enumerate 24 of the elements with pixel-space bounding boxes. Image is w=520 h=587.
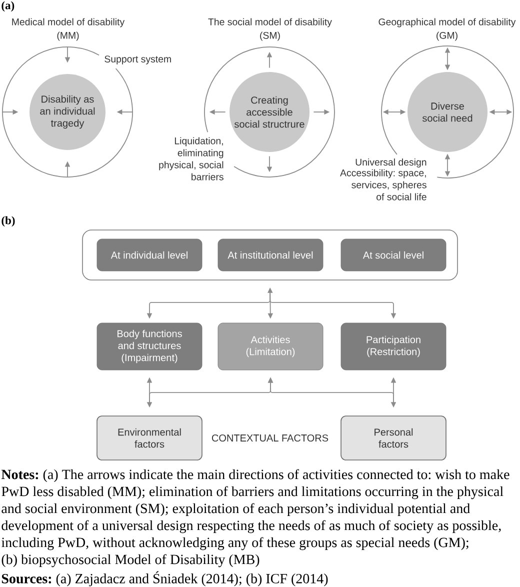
notes-text: Notes: (a) The arrows indicate the main directions of activities connected to: wish to make PwD less disabled (MM); elimination of barriers and limitations occurring in the physical and social environment (SM); exploitation of each person’s individual potential and development of a universal design respecting the needs of as much of society as possible, including PwD, without acknowledging any of these groups as special needs (GM); <box>1 469 510 550</box>
ring-label: Support system <box>104 56 171 64</box>
inner-disk: Diverse social need <box>408 72 488 152</box>
notes-text: (b) biopsychosocial Model of Disability (MB) <box>2 554 260 568</box>
level-box: At social level <box>340 238 446 272</box>
inner-disk: Creating accessible social structrure <box>230 72 310 152</box>
sources-text: Sources: (a) Zajadacz and Śniadek (2014); (b) ICF (2014) <box>2 571 328 586</box>
level-box: At individual level <box>96 238 202 272</box>
component-box: Body functions and structures (Impairment) <box>96 322 202 370</box>
panel-label: (a) <box>2 1 14 12</box>
ring-label: Liquidation, eliminating physical, social barriers <box>159 137 224 180</box>
panel-label: (b) <box>2 216 15 227</box>
inner-disk: Disability as an individual tragedy <box>30 74 106 150</box>
model-heading: Geographical model of disability (GM) <box>378 18 516 41</box>
factor-box: Environmental factors <box>96 416 202 460</box>
factor-box: Personal factors <box>340 416 446 460</box>
model-heading: Medical model of disability (MM) <box>12 18 125 41</box>
ring-label: Universal design <box>356 158 426 168</box>
component-box: Activities (Limitation) <box>218 322 324 370</box>
ring-label: Accessibility: space, services, spheres of social life <box>340 169 426 200</box>
level-box: At institutional level <box>218 238 324 272</box>
model-heading: The social model of disability (SM) <box>208 18 332 41</box>
component-box: Participation (Restriction) <box>340 322 446 370</box>
factors-heading: CONTEXTUAL FACTORS <box>212 434 328 442</box>
